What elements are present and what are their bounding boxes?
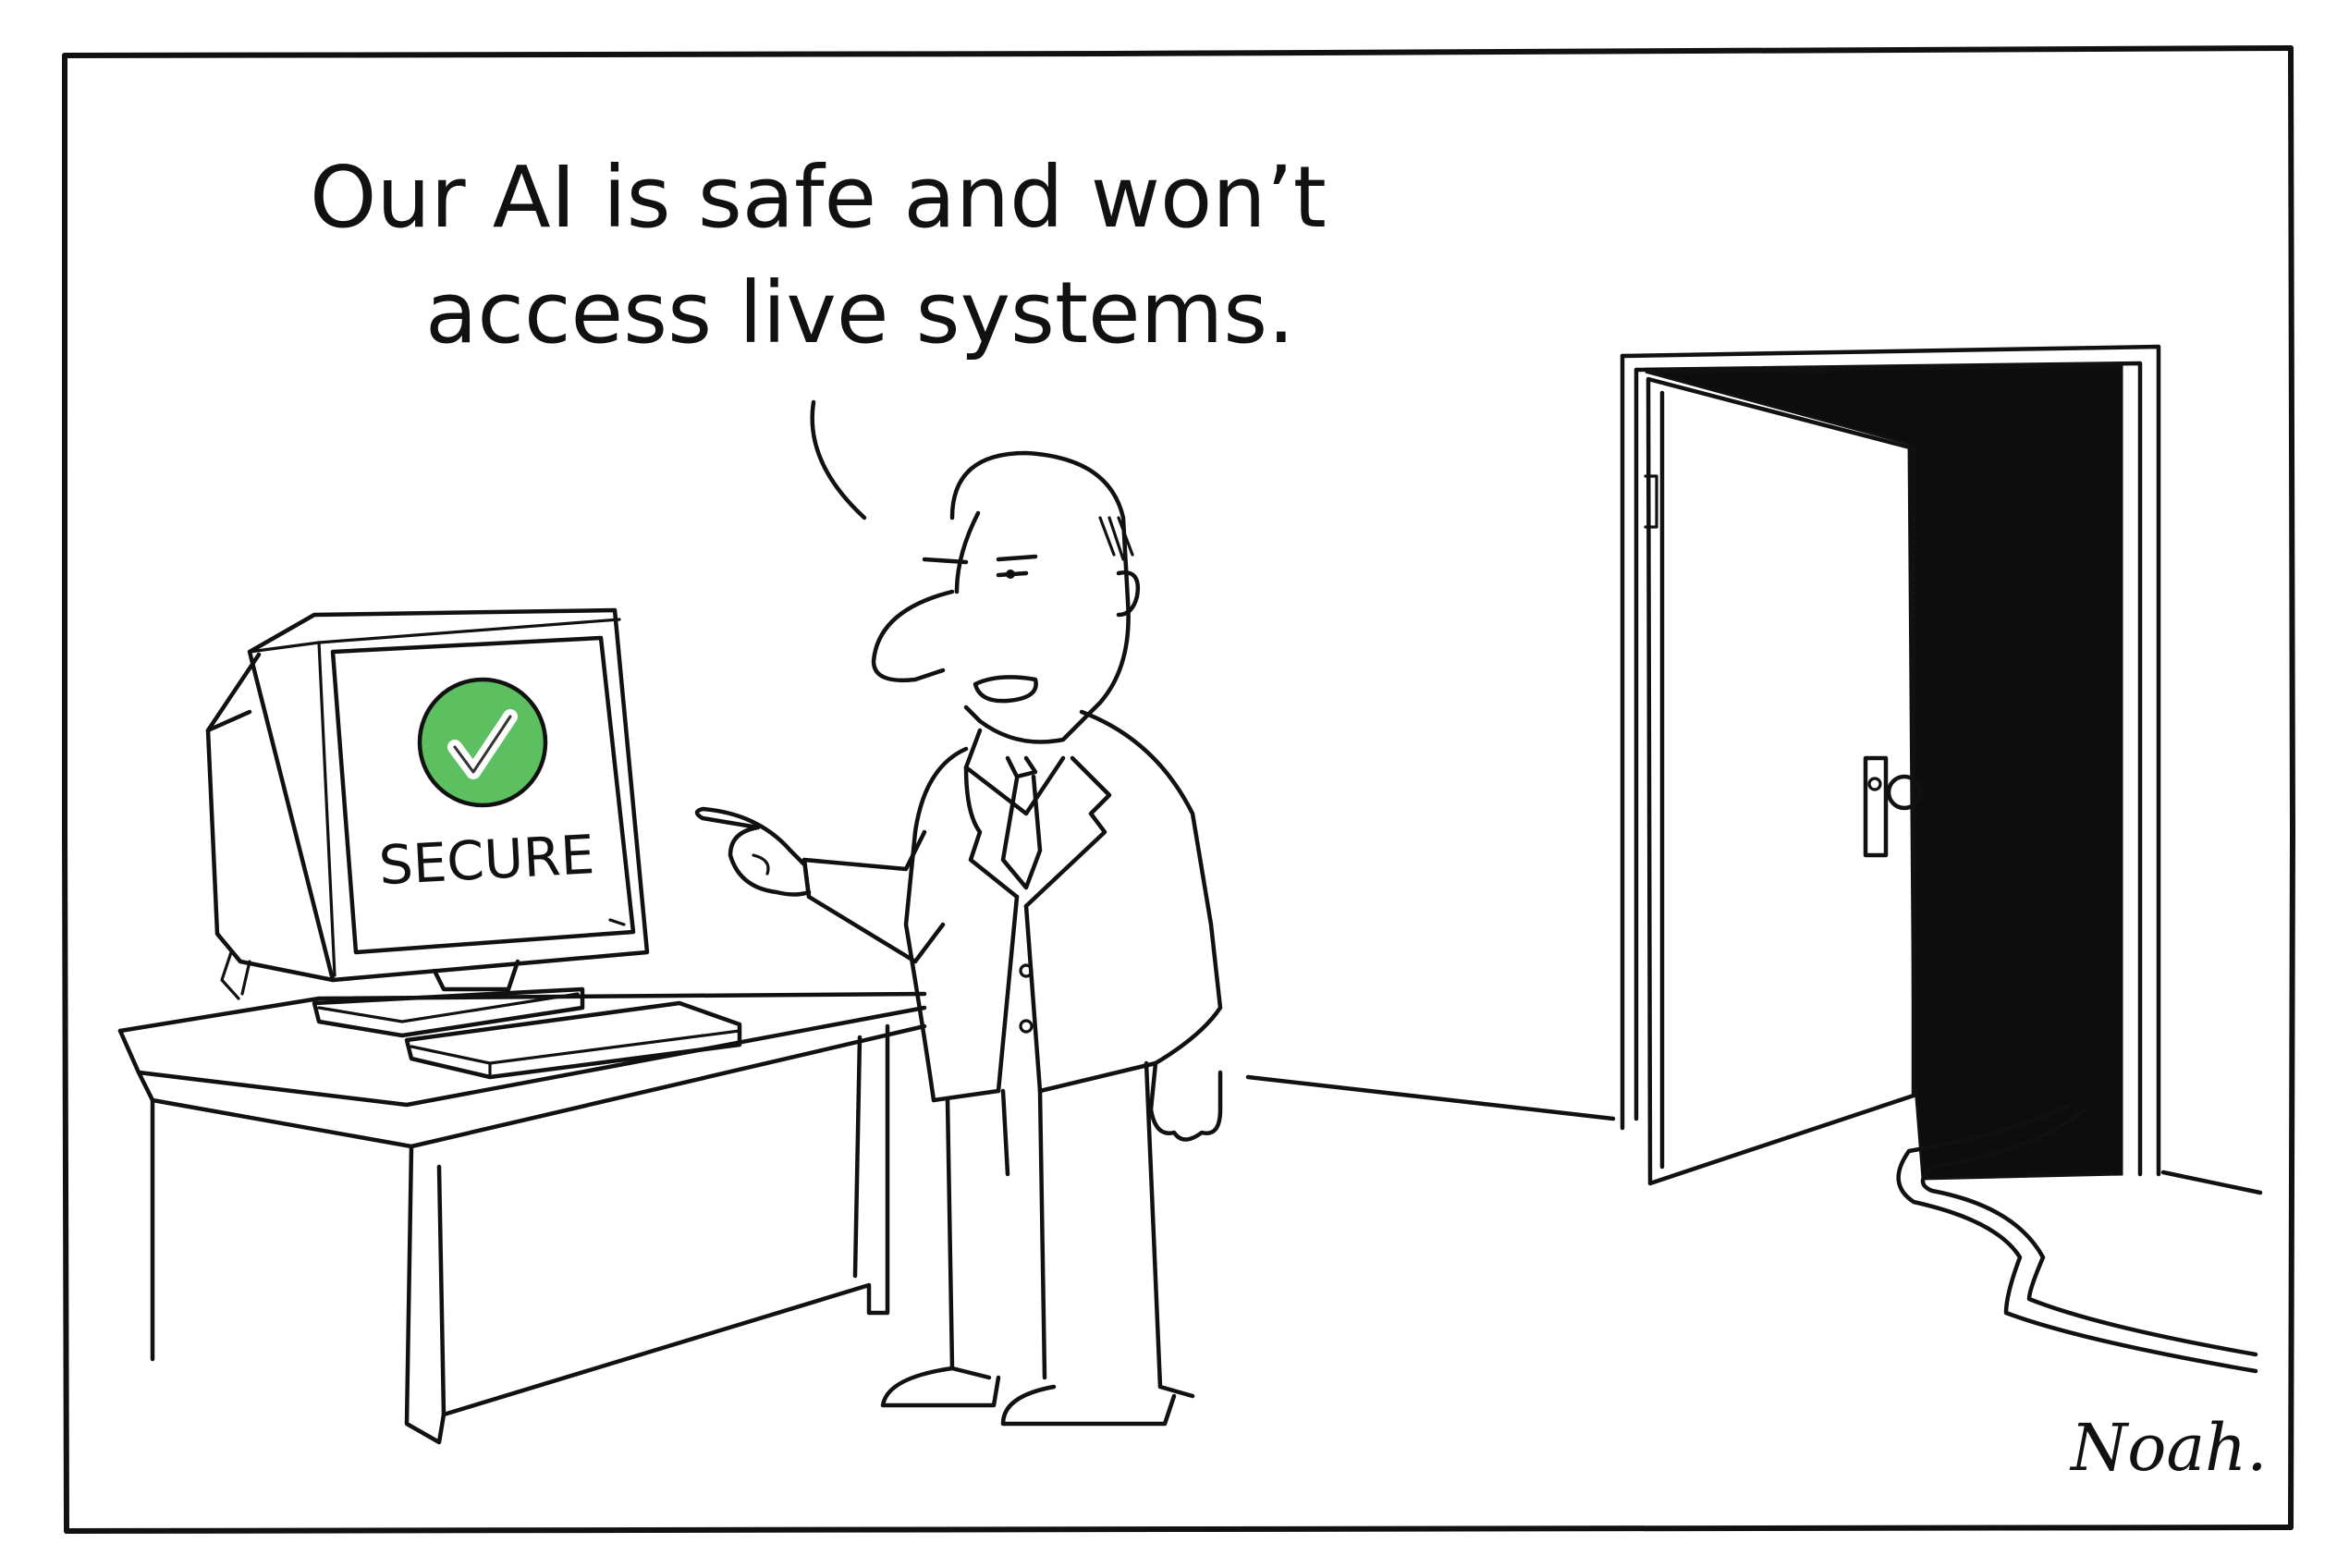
- speech-tail: [810, 399, 867, 521]
- network-cable: [1896, 1102, 2258, 1374]
- keyboard: [404, 1000, 742, 1080]
- caption-line-2: access live systems.: [425, 263, 1294, 362]
- caption-line-1: Our AI is safe and won’t: [310, 148, 1327, 247]
- man-nose: [871, 589, 955, 683]
- dark-doorway-opening: [1645, 364, 2123, 1181]
- man-head: [949, 450, 1131, 744]
- open-door: [1646, 376, 1916, 1186]
- man-shoe-left: [880, 1366, 1001, 1408]
- doorway: [1620, 344, 2161, 1186]
- businessman: [694, 450, 1223, 1427]
- man-shoe-right: [1000, 1384, 1177, 1427]
- secure-label: SECURE: [377, 823, 596, 897]
- door-knob: [1886, 774, 1923, 811]
- man-mouth: [973, 675, 1038, 704]
- man-jacket: [903, 746, 969, 1103]
- desk: [117, 991, 927, 1445]
- speech-caption: Our AI is safe and won’t access live sys…: [310, 148, 1327, 521]
- panel-border: [62, 45, 2295, 1534]
- man-hand-left: [1148, 1060, 1223, 1142]
- computer-monitor: SECURE: [205, 607, 742, 1080]
- man-pointing-arm: [801, 829, 946, 964]
- door-lock-plate: [1863, 755, 1889, 858]
- artist-signature: Noah.: [2069, 1410, 2267, 1486]
- monitor-screen: [330, 635, 636, 955]
- checkmark-badge: [417, 677, 548, 808]
- man-trousers: [945, 1097, 992, 1380]
- man-pointing-hand: [694, 806, 812, 897]
- floor-line: [1245, 1074, 2263, 1195]
